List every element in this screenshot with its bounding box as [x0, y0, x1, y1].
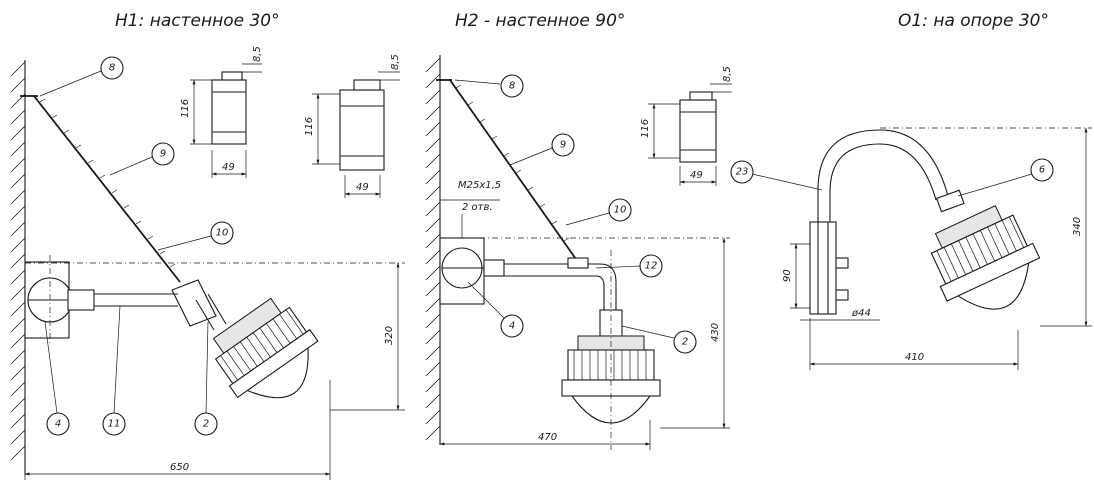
svg-text:8: 8: [509, 81, 515, 92]
h1-callout-chain: 9: [109, 142, 175, 176]
svg-text:9: 9: [160, 149, 166, 160]
svg-text:10: 10: [216, 228, 229, 239]
h1-dim-height-label: 320: [384, 326, 395, 345]
svg-text:8,5: 8,5: [722, 66, 733, 82]
o1-curved-pipe: [817, 129, 949, 222]
title-h1: H1: настенное 30°: [115, 11, 280, 31]
svg-text:8,5: 8,5: [390, 54, 401, 70]
svg-text:116: 116: [180, 99, 191, 118]
h2-callout-lamp-mount: 2: [621, 325, 697, 354]
svg-text:4: 4: [55, 419, 61, 430]
h1-callout-wire-tie: 8: [39, 56, 124, 97]
h1-luminaire-glass: [247, 348, 309, 399]
svg-text:23: 23: [736, 167, 749, 178]
h2-box-detail: 116 49 8,5: [640, 66, 733, 186]
svg-text:11: 11: [108, 419, 121, 430]
svg-text:116: 116: [304, 117, 315, 136]
h2-callout-chain: 9: [509, 133, 575, 166]
h1-box-gland: [67, 289, 95, 311]
o1-adapter: [935, 189, 965, 213]
svg-text:470: 470: [538, 432, 557, 443]
o1-luminaire: [930, 205, 1041, 310]
h1-callout-clamp: 10: [157, 221, 234, 251]
h1-arm-joint: [171, 279, 217, 327]
h1-box-detail-2: 116 49 8,5: [304, 54, 401, 198]
h1-wall-hatching: [10, 61, 26, 461]
h2-chain: [449, 79, 579, 263]
h1-tube: [94, 293, 178, 307]
o1-pole-bracket: [809, 221, 837, 315]
view-h2: M25x1,5 2 отв. 430 470 116 49: [425, 55, 733, 450]
h2-thread-label: M25x1,5: [458, 180, 501, 191]
h2-callout-elbow: 12: [595, 254, 663, 278]
svg-text:9: 9: [560, 140, 566, 151]
h1-box-detail-1: 116 49 8,5: [180, 46, 263, 178]
svg-text:4: 4: [509, 321, 515, 332]
svg-text:340: 340: [1072, 217, 1083, 236]
svg-text:10: 10: [614, 205, 627, 216]
h1-chain: [33, 95, 181, 283]
svg-text:49: 49: [222, 162, 235, 173]
title-o1: O1: на опоре 30°: [898, 11, 1049, 31]
h2-wall-hatching: [425, 57, 441, 441]
svg-text:410: 410: [905, 352, 924, 363]
svg-text:90: 90: [782, 269, 793, 282]
h1-callout-lamp-mount: 2: [194, 321, 218, 436]
h1-callout-tube: 11: [102, 305, 126, 436]
h2-chain-links: [455, 84, 570, 242]
svg-text:116: 116: [640, 119, 651, 138]
svg-text:49: 49: [356, 182, 369, 193]
h2-holes-label: 2 отв.: [462, 202, 493, 213]
title-h2: H2 - настенное 90°: [455, 11, 625, 31]
svg-text:2: 2: [203, 419, 209, 430]
svg-text:8: 8: [109, 63, 115, 74]
h2-tube-elbow: [504, 263, 617, 310]
o1-callout-pipe: 23: [730, 160, 823, 191]
o1-dim-pipe-dia: ø44: [851, 308, 871, 319]
svg-text:12: 12: [645, 261, 658, 272]
h1-dim-length-label: 650: [170, 462, 189, 473]
svg-text:430: 430: [710, 323, 721, 342]
h2-callout-clamp: 10: [565, 198, 632, 226]
h1-chain-links: [39, 98, 176, 268]
svg-text:8,5: 8,5: [252, 46, 263, 62]
h2-callout-box: 4: [467, 281, 524, 338]
svg-text:49: 49: [690, 170, 703, 181]
h1-luminaire: [212, 297, 319, 399]
h2-callout-wire-tie: 8: [454, 74, 524, 98]
h1-callout-box: 4: [44, 321, 70, 436]
view-o1: 340 410 90 ø44 23 6: [730, 127, 1092, 370]
view-h1: 320 650 116 49 8,5: [10, 46, 405, 480]
svg-text:2: 2: [682, 337, 688, 348]
svg-text:6: 6: [1039, 165, 1045, 176]
o1-callout-adapter: 6: [957, 158, 1054, 197]
